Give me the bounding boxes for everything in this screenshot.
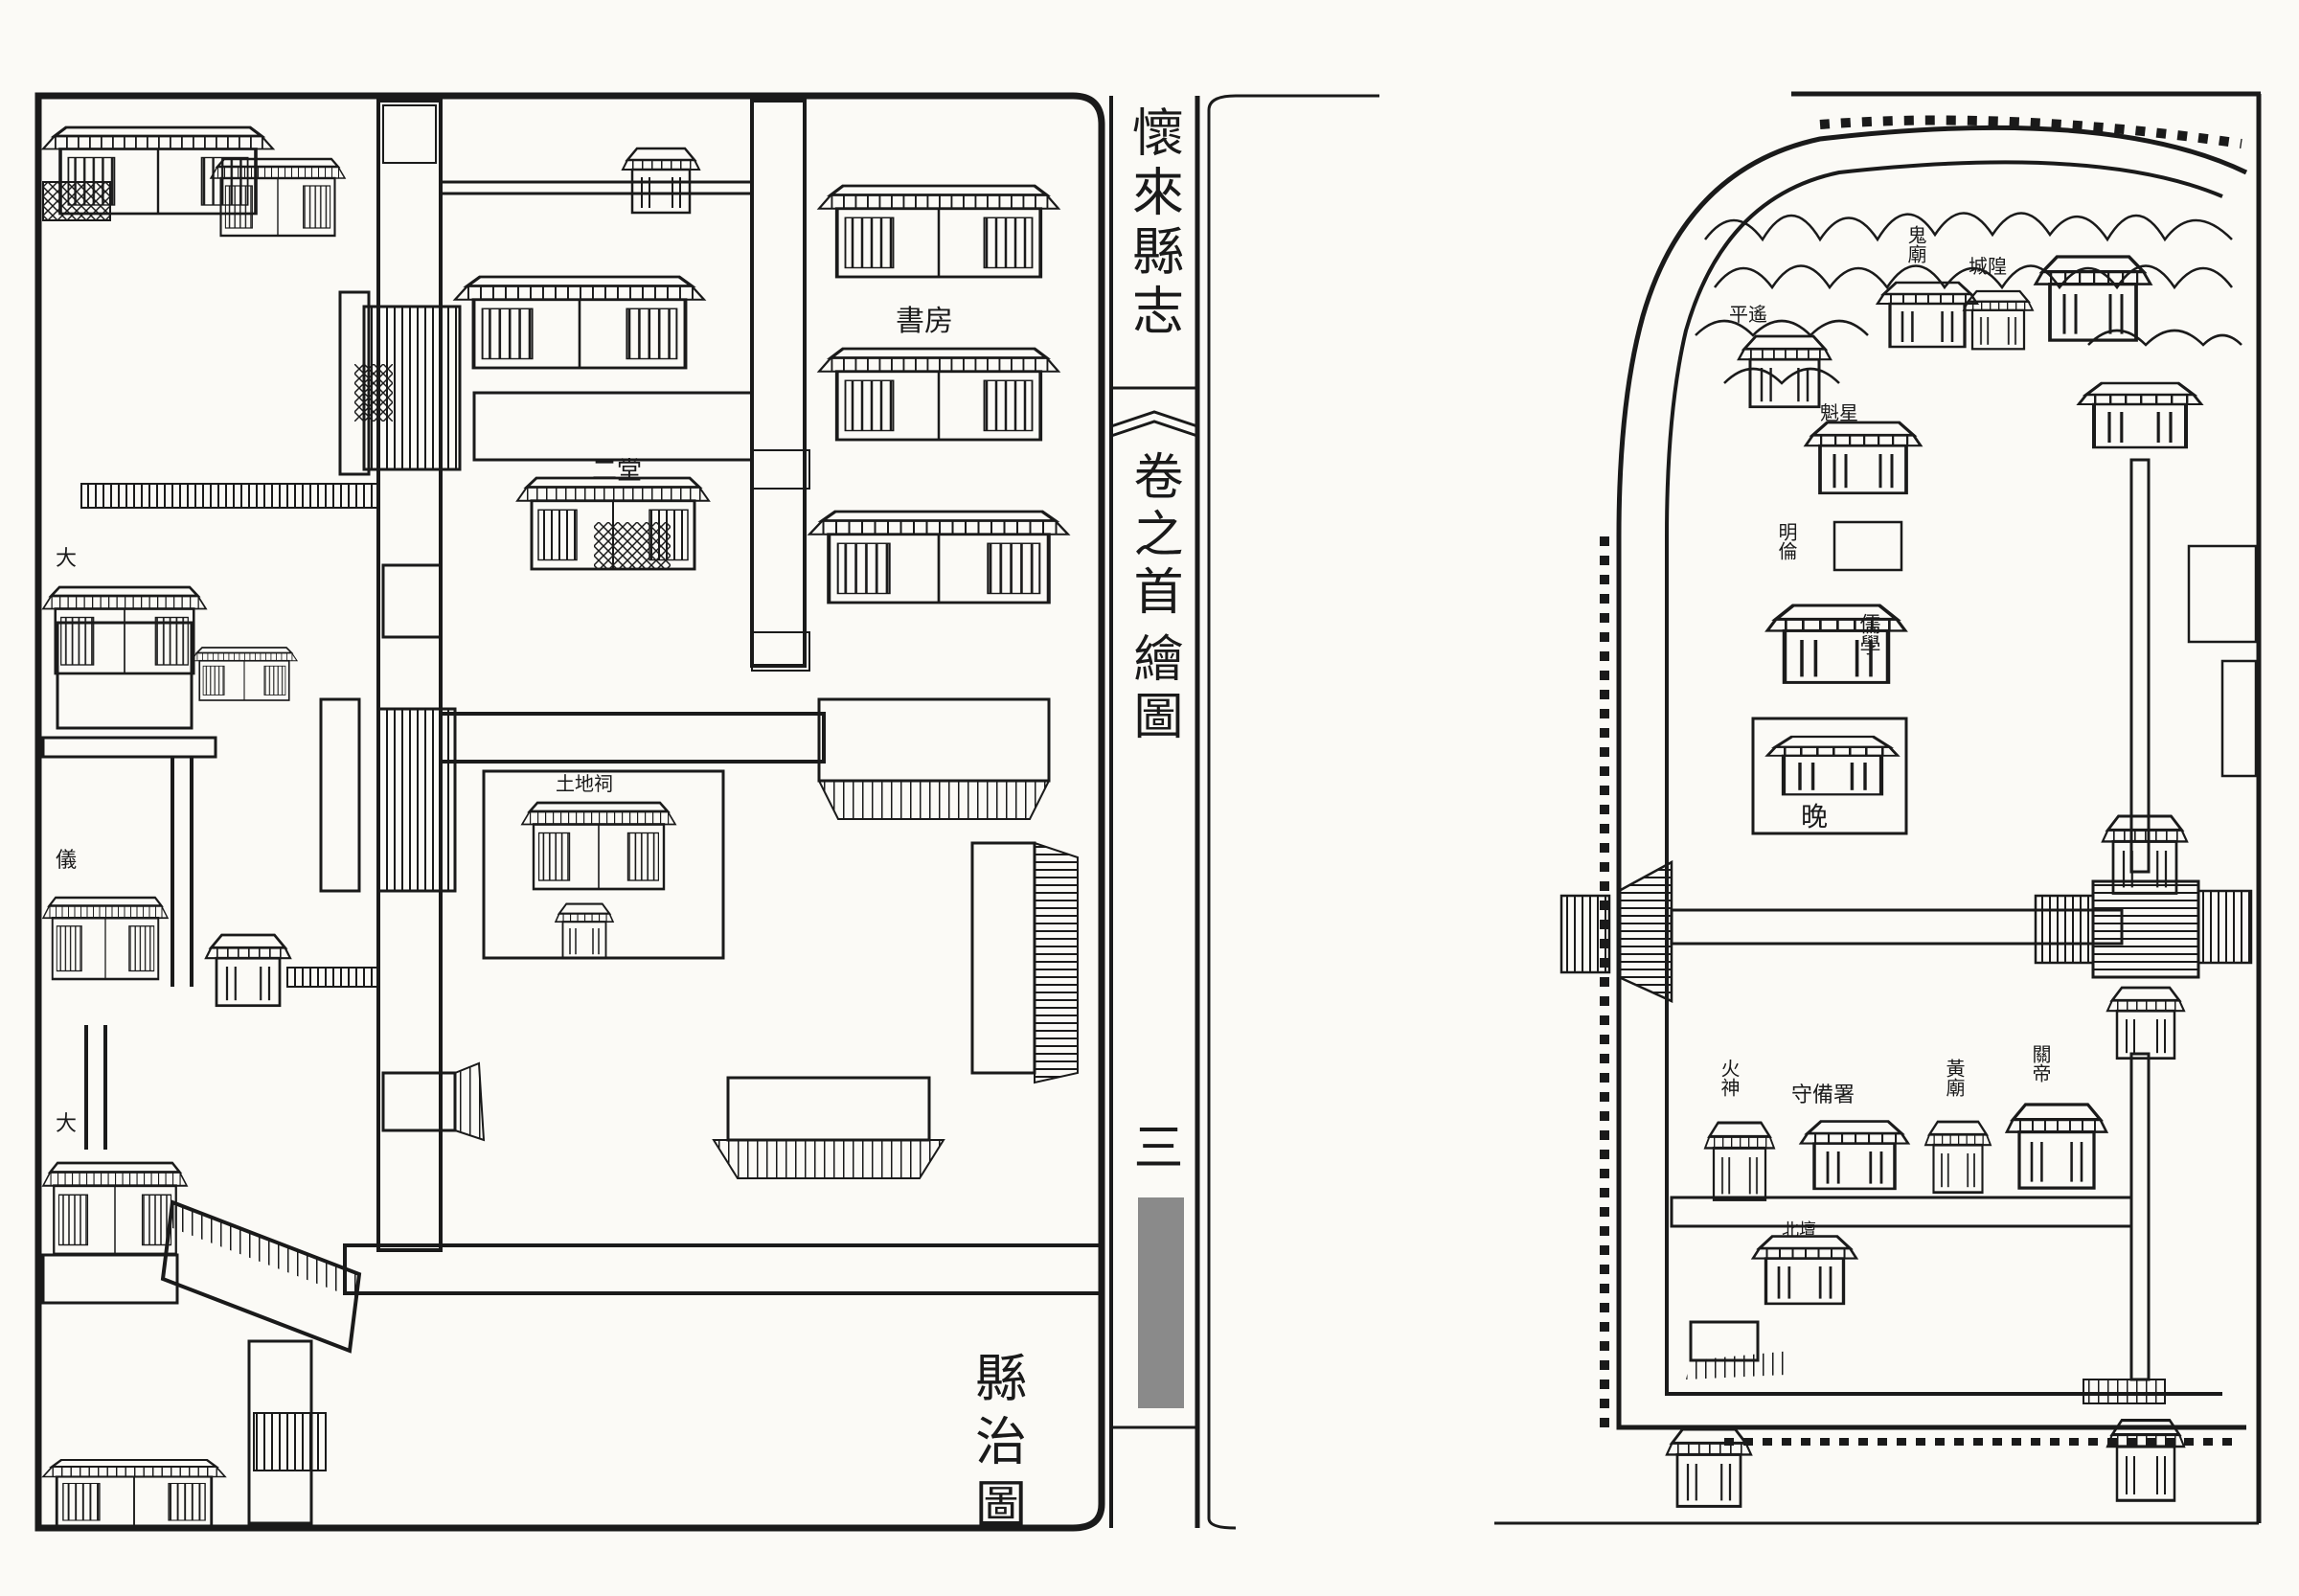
label-evening: 晚 <box>1801 801 1828 832</box>
right-map-panel: 平遙 鬼廟 城隍 魁星 儒學 明倫 晚 守備署 火神 黃廟 關帝 北壇 <box>1494 91 2262 1525</box>
bottom-gates <box>1665 1379 2186 1508</box>
spine-volume: 卷之首 <box>1125 450 1182 623</box>
label-north-altar: 北壇 <box>1782 1220 1816 1241</box>
mountains <box>1695 212 2242 385</box>
left-map-panel: 書房 二堂 土地祠 儀 大 大 縣治圖 <box>34 92 1105 1540</box>
label-ping-yao: 平遙 <box>1729 303 1767 326</box>
label-great-gate-1: 大 <box>56 547 77 571</box>
central-compound <box>439 99 826 960</box>
spine-page-number: 三 <box>1125 1121 1182 1171</box>
left-map-frame <box>34 92 1105 1532</box>
facing-strip <box>1207 94 1379 1530</box>
top-left-buildings <box>41 125 347 238</box>
label-second-hall: 二堂 <box>592 457 642 486</box>
label-guan-di: 關帝 <box>2029 1044 2052 1083</box>
label-earth-god-shrine: 土地祠 <box>556 772 613 795</box>
label-hall-of-instruction: 明倫 <box>1775 522 1798 560</box>
label-city-temple: 城隍 <box>1969 255 2007 278</box>
label-ceremony-gate: 儀 <box>56 849 77 873</box>
label-guard-office: 守備署 <box>1791 1083 1855 1107</box>
label-wu-miao: 鬼廟 <box>1904 225 1927 263</box>
drum-tower-and-gates <box>1559 814 2253 1381</box>
east-buildings <box>712 184 1079 1179</box>
label-great-gate-2: 大 <box>56 1112 77 1136</box>
label-fire-god: 火神 <box>1718 1059 1741 1097</box>
mountain-temples <box>1737 255 2201 447</box>
west-corridor <box>319 99 486 1252</box>
main-road <box>343 1243 1104 1295</box>
label-confucian-school: 儒學 <box>1856 613 1881 655</box>
west-compounds <box>41 483 379 1529</box>
label-kui-star: 魁星 <box>1820 401 1858 424</box>
spine-gray-block <box>1138 1197 1184 1408</box>
label-yellow-temple: 黃廟 <box>1943 1059 1966 1097</box>
spine-section: 繪圖 <box>1125 632 1182 747</box>
inner-temples <box>1751 421 2258 874</box>
map-caption-county-yamen: 縣治圖 <box>967 1351 1027 1540</box>
book-spine: 懷來縣志 卷之首 繪圖 三 <box>1109 96 1200 1528</box>
lower-temples <box>1670 1103 2133 1379</box>
label-study: 書房 <box>896 305 953 338</box>
spine-book-title: 懷來縣志 <box>1124 105 1184 343</box>
